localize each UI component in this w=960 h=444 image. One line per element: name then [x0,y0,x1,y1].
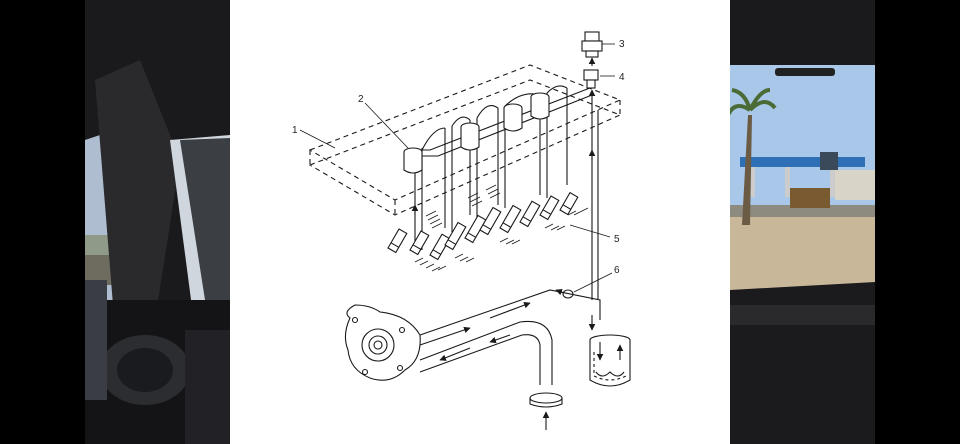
valve-lifters [387,191,579,261]
oil-pressure-sender [581,31,603,58]
callout-5: 5 [614,234,620,245]
oil-pressure-fitting [583,69,599,89]
car-exterior-right-image [730,0,875,444]
oil-pump [344,304,421,381]
callout-leaders [299,43,615,293]
oil-flow-schematic: 1 2 3 4 5 6 [292,31,631,430]
car-interior-left-image [85,0,230,444]
oil-pickup-tube [419,320,563,430]
callout-6: 6 [614,265,620,276]
right-video-frame [730,0,875,444]
callout-2: 2 [358,94,364,105]
callout-1: 1 [292,125,298,136]
callout-4: 4 [619,72,625,83]
left-video-frame [85,0,230,444]
oil-filter [589,334,631,387]
oil-reservoir-cups [403,92,550,174]
oil-system-diagram: 1 2 3 4 5 6 [230,0,730,444]
callout-3: 3 [619,39,625,50]
engine-block-outline [308,64,622,216]
lifter-springs [414,184,589,272]
